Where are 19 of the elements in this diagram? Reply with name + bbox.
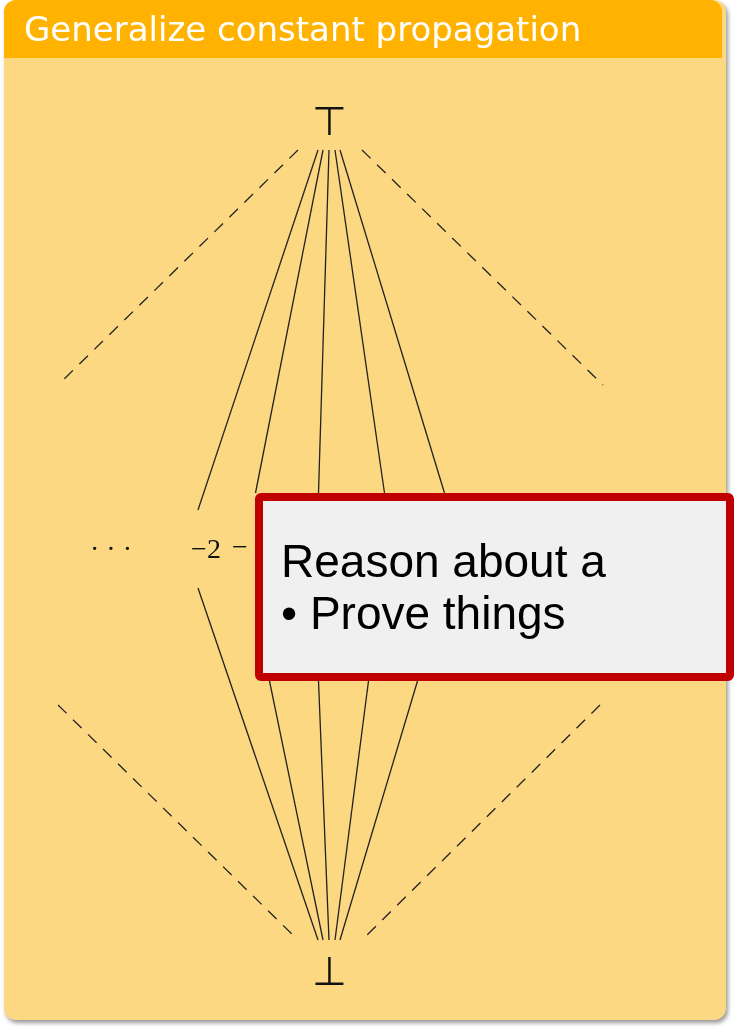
line xyxy=(334,680,370,941)
line xyxy=(197,149,319,511)
ellipsis: · · · xyxy=(90,534,132,564)
line xyxy=(268,680,324,941)
bullet-point: • Prove things xyxy=(281,587,566,639)
callout-box xyxy=(255,493,734,681)
lattice-value: − xyxy=(232,532,248,562)
slide-title: Generalize constant propagation xyxy=(4,0,722,58)
bottom-symbol: ⊥ xyxy=(314,950,344,992)
line xyxy=(339,680,419,941)
line xyxy=(339,149,446,494)
callout-heading: Reason about a xyxy=(281,535,606,587)
lattice-value: −2 xyxy=(188,532,224,566)
line xyxy=(317,680,330,941)
line xyxy=(317,149,330,494)
line xyxy=(197,587,319,941)
line xyxy=(334,149,386,494)
line xyxy=(254,149,324,494)
top-symbol: ⊤ xyxy=(314,100,344,142)
